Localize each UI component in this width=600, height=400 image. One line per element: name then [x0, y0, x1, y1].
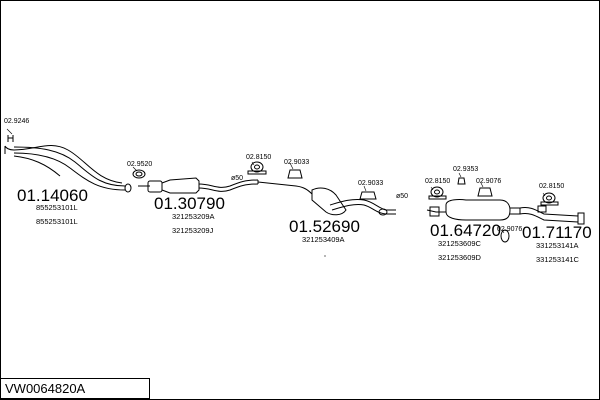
fitting-label: 02.9076: [476, 178, 501, 185]
front-pipe[interactable]: [4, 145, 132, 193]
oem-ref: 321253209J: [172, 226, 214, 235]
ring-fitting[interactable]: [132, 166, 146, 179]
rear-muffler-1[interactable]: [257, 181, 396, 216]
diagram-code: VW0064820A: [0, 378, 150, 399]
tail-pipe[interactable]: [519, 205, 585, 225]
small-clamp-fitting[interactable]: [457, 172, 466, 185]
rubber-mount-fitting-2[interactable]: [500, 229, 510, 243]
oem-ref: 321253209A: [172, 212, 215, 221]
fitting-label: 02.8150: [425, 178, 450, 185]
fitting-label: 02.9033: [284, 159, 309, 166]
fitting-label: 02.9353: [453, 166, 478, 173]
oem-ref: 331253141C: [536, 255, 580, 264]
fitting-label: 02.8150: [539, 183, 564, 190]
part-number: 01.14060: [17, 186, 88, 205]
clamp-fitting-2[interactable]: [359, 185, 377, 200]
rubber-mount-fitting[interactable]: [477, 182, 493, 197]
part-number: 01.71170: [522, 223, 592, 242]
oem-ref: 855253101L: [36, 217, 78, 226]
oem-ref: 321253609C: [438, 239, 482, 248]
fitting-label: 02.9033: [358, 180, 383, 187]
hanger-fitting[interactable]: [247, 161, 267, 175]
part-number: 01.52690: [289, 217, 360, 236]
hanger-fitting-3[interactable]: [540, 192, 559, 206]
part-number: 01.64720: [430, 221, 501, 240]
oem-ref: 321253409A: [302, 235, 345, 244]
hanger-fitting-2[interactable]: [428, 186, 447, 200]
diameter-label: ø50: [396, 193, 408, 200]
fitting-label: 02.9246: [4, 118, 29, 125]
flange-fitting[interactable]: [6, 128, 14, 142]
rear-muffler-2[interactable]: [426, 199, 521, 221]
clamp-fitting[interactable]: [287, 162, 303, 179]
fitting-label: 02.9076: [497, 226, 522, 233]
oem-ref: 855253101L: [36, 203, 78, 212]
fitting-label: 02.9520: [127, 161, 152, 168]
diameter-label: ø50: [231, 175, 243, 182]
stray-dot: [324, 255, 326, 257]
fitting-label: 02.8150: [246, 154, 271, 161]
oem-ref: 321253609D: [438, 253, 482, 262]
part-number: 01.30790: [154, 194, 225, 213]
oem-ref: 331253141A: [536, 241, 579, 250]
